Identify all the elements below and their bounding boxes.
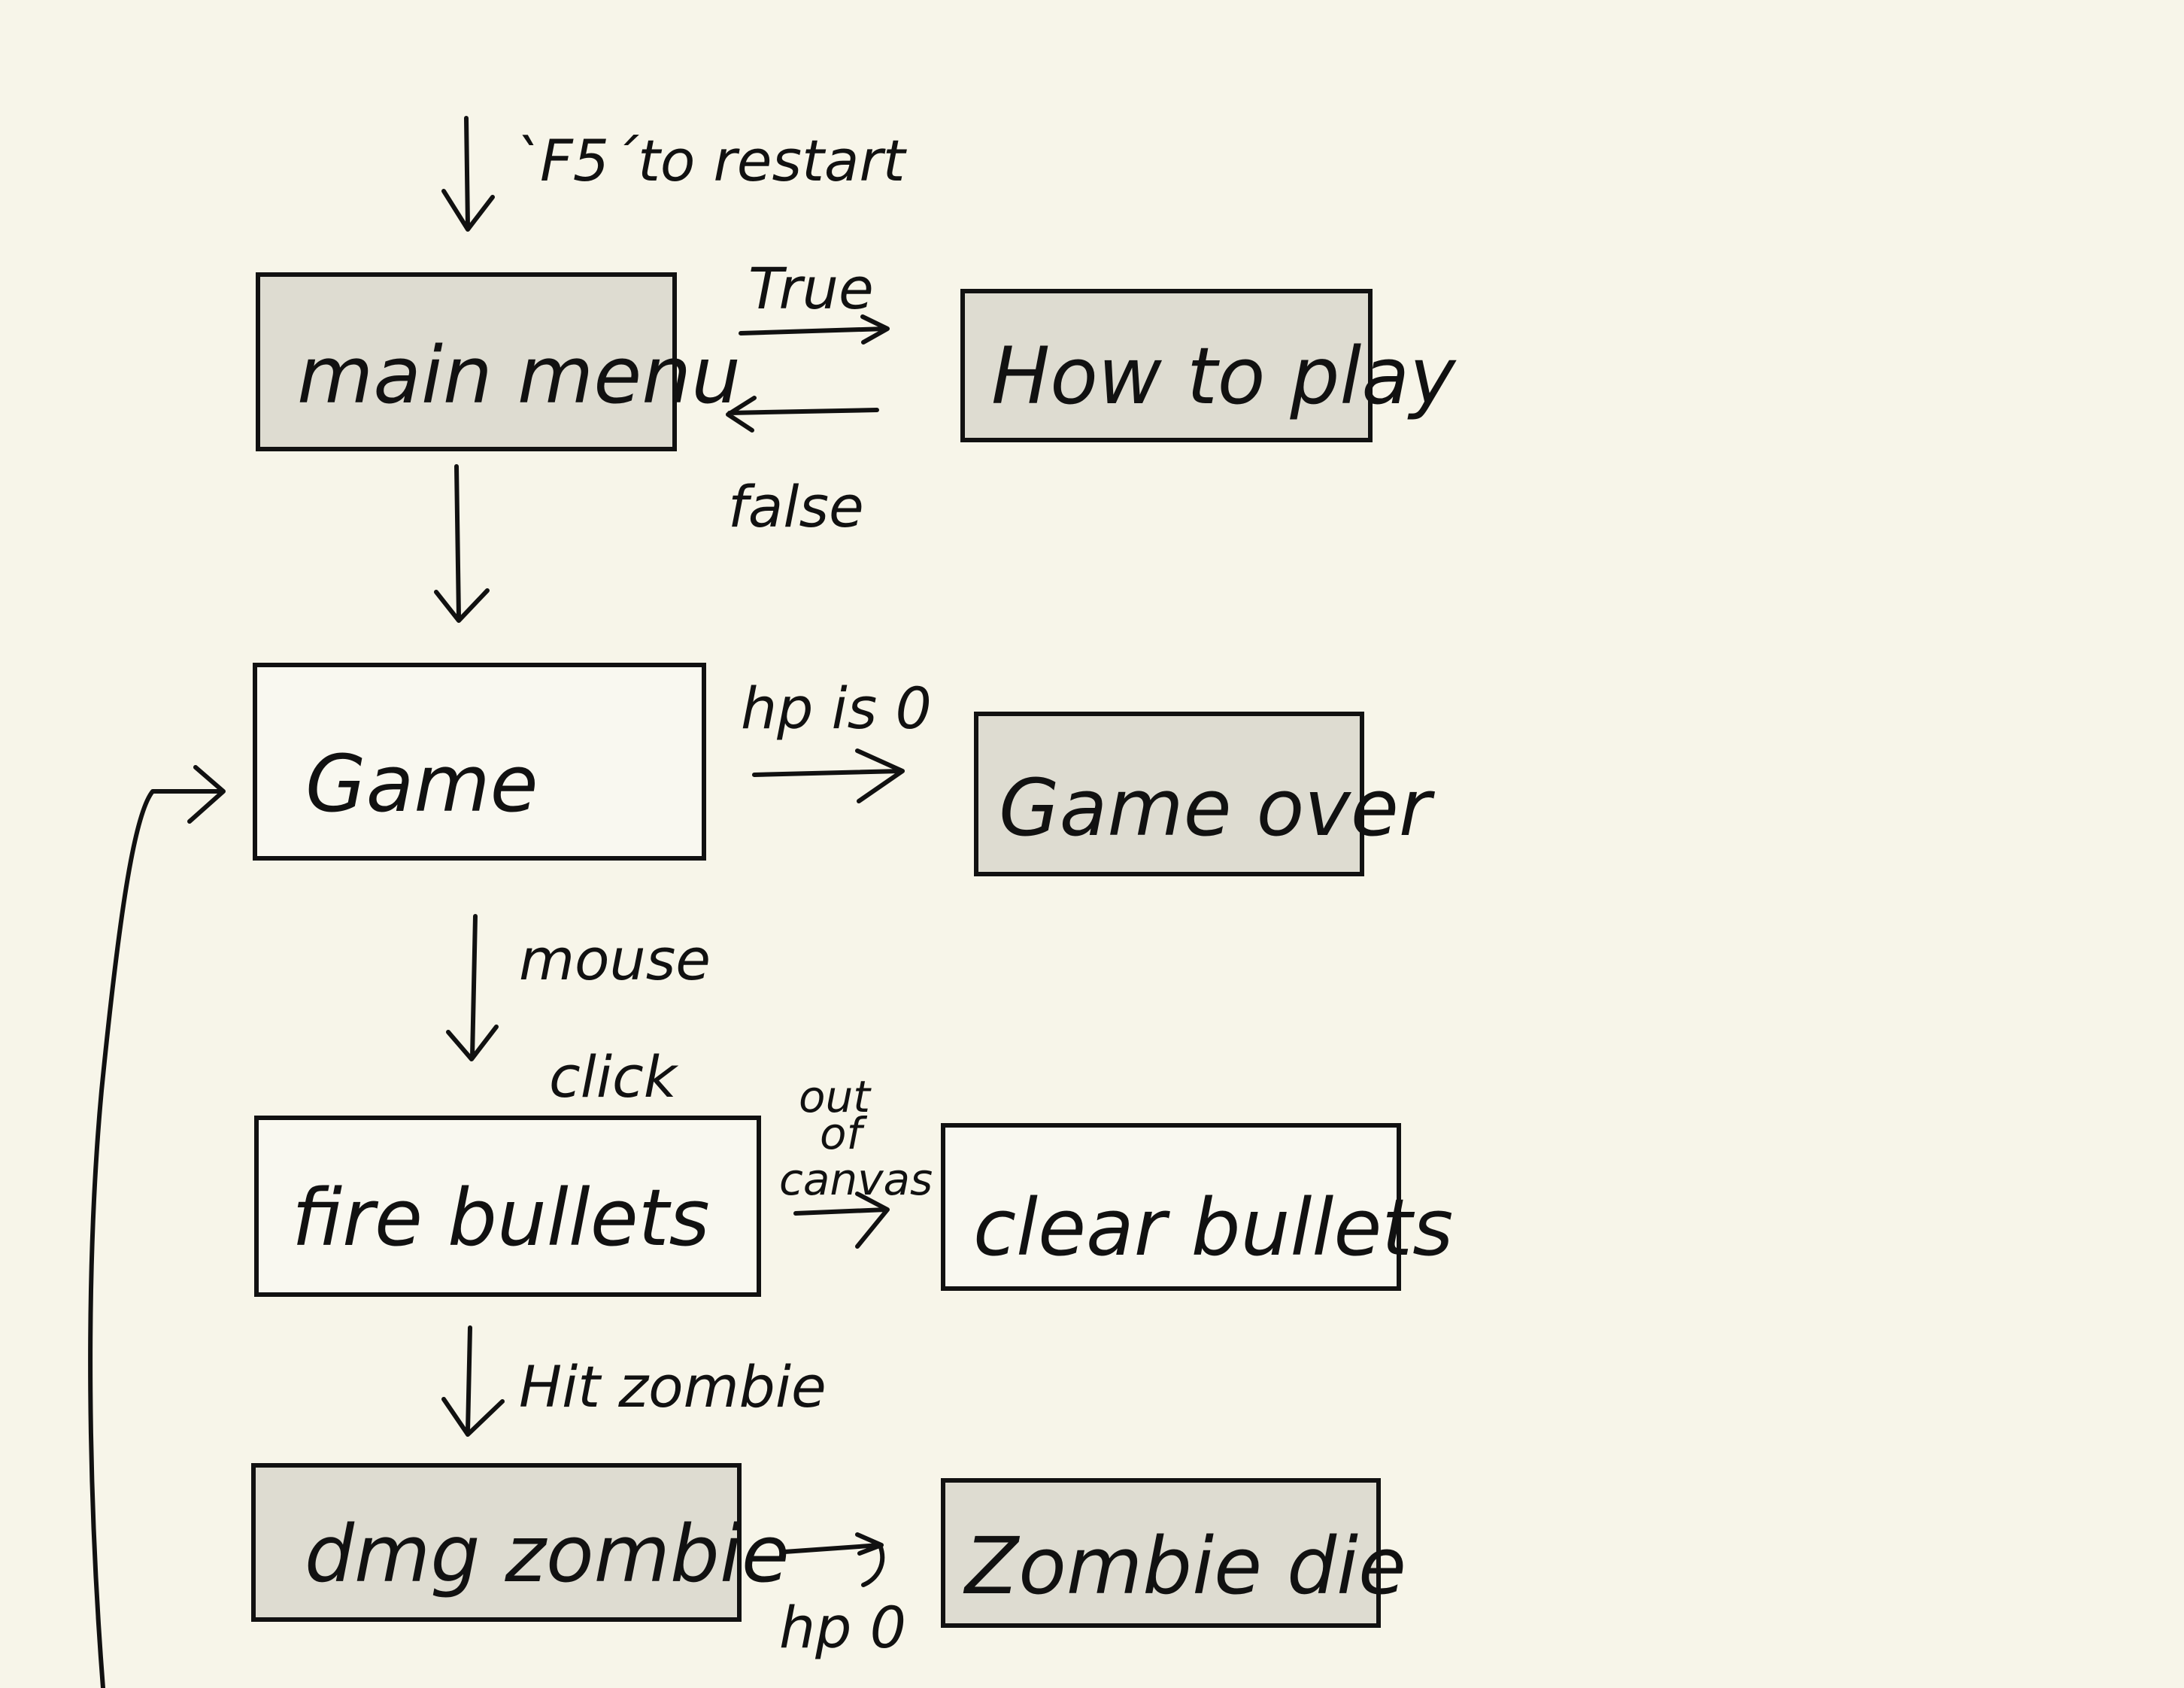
arrow-out-of-canvas — [793, 1192, 890, 1249]
node-how-to-play-label: How to play — [991, 330, 1457, 422]
arrow-true — [739, 314, 890, 345]
edge-false-label: false — [728, 473, 864, 540]
arrow-menu-to-game — [434, 464, 490, 623]
node-how-to-play-box — [960, 289, 1373, 442]
edge-hp-0-label: hp 0 — [779, 1594, 906, 1661]
edge-restart-label: `F5´to restart — [511, 127, 908, 194]
edge-restart: `F5´to restart — [441, 116, 908, 232]
node-game-label: Game — [305, 738, 538, 830]
edge-hp-0: hp 0 — [779, 1532, 906, 1661]
node-zombie-die: Zombie die — [941, 1478, 1406, 1628]
edge-hit-zombie-label: Hit zombie — [519, 1353, 827, 1420]
arrow-restart — [441, 116, 495, 232]
node-dmg-zombie-box — [251, 1463, 742, 1622]
edge-out-of-canvas: out of canvas — [779, 1071, 933, 1249]
node-game-box — [253, 663, 706, 861]
edge-true: True — [739, 255, 890, 345]
arrow-hp-is-0 — [752, 748, 905, 803]
node-fire-bullets-label: fire bullets — [292, 1172, 710, 1264]
edge-canvas-label: canvas — [779, 1154, 933, 1205]
node-main-menu: main menu — [256, 272, 741, 451]
edge-of-label: of — [820, 1108, 867, 1159]
edge-click-label: click — [549, 1043, 679, 1110]
edge-menu-to-game — [434, 464, 490, 623]
node-fire-bullets: fire bullets — [254, 1116, 761, 1297]
node-main-menu-box — [256, 272, 677, 451]
edge-loop-back — [88, 765, 226, 1688]
node-main-menu-label: main menu — [297, 329, 741, 421]
edge-hp-is-0: hp is 0 — [741, 675, 932, 803]
arrow-mouse-click — [446, 914, 499, 1061]
arrow-loop-back — [88, 765, 226, 1688]
node-game-over-box — [974, 712, 1364, 876]
node-clear-bullets: clear bullets — [941, 1123, 1453, 1291]
arrow-hit-zombie — [441, 1325, 505, 1437]
edge-mouse-label: mouse — [519, 926, 711, 993]
node-how-to-play: How to play — [960, 289, 1457, 442]
node-zombie-die-label: Zombie die — [963, 1520, 1406, 1612]
edge-false: false — [726, 396, 879, 540]
node-game-over-label: Game over — [999, 762, 1436, 854]
edge-out-label: out — [799, 1071, 872, 1122]
node-game-over: Game over — [974, 712, 1436, 876]
node-game: Game — [253, 663, 706, 861]
node-fire-bullets-box — [254, 1116, 761, 1297]
edge-hit-zombie: Hit zombie — [441, 1325, 827, 1437]
edge-true-label: True — [748, 255, 874, 322]
arrow-hp-0 — [782, 1532, 885, 1587]
arrow-false — [726, 396, 879, 433]
node-clear-bullets-box — [941, 1123, 1401, 1291]
node-clear-bullets-label: clear bullets — [973, 1182, 1453, 1274]
node-dmg-zombie-label: dmg zombie — [305, 1508, 790, 1600]
node-dmg-zombie: dmg zombie — [251, 1463, 790, 1622]
edge-mouse-click: mouse click — [446, 914, 711, 1110]
edge-hp-is-0-label: hp is 0 — [741, 675, 932, 742]
node-zombie-die-box — [941, 1478, 1381, 1628]
